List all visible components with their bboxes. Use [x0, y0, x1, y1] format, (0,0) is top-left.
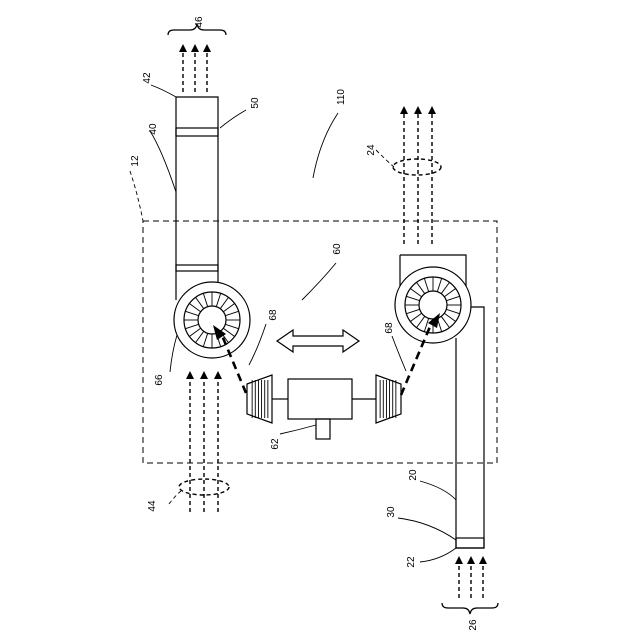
motor-assembly	[247, 375, 401, 439]
ref-46: 46	[194, 16, 205, 28]
ref-110: 110	[336, 89, 347, 105]
ref-22: 22	[406, 556, 417, 568]
ref-66: 66	[154, 374, 165, 386]
ref-60: 60	[332, 243, 343, 255]
right-fan	[395, 267, 471, 343]
ref-26: 26	[468, 619, 479, 631]
flow-ellipse-24	[393, 159, 441, 175]
ref-30: 30	[386, 506, 397, 518]
ref-68-left: 68	[268, 309, 279, 321]
ref-44: 44	[147, 500, 158, 512]
ref-68-right: 68	[384, 322, 395, 334]
ref-40: 40	[148, 123, 159, 135]
movement-arrow	[277, 330, 359, 352]
ref-12: 12	[130, 155, 141, 167]
left-fan	[174, 282, 250, 358]
ref-50: 50	[250, 97, 261, 109]
ref-62: 62	[270, 438, 281, 450]
left-duct	[176, 97, 218, 300]
brace-26	[442, 603, 498, 614]
ref-42: 42	[142, 72, 153, 84]
ref-20: 20	[408, 469, 419, 481]
ref-24: 24	[366, 144, 377, 156]
